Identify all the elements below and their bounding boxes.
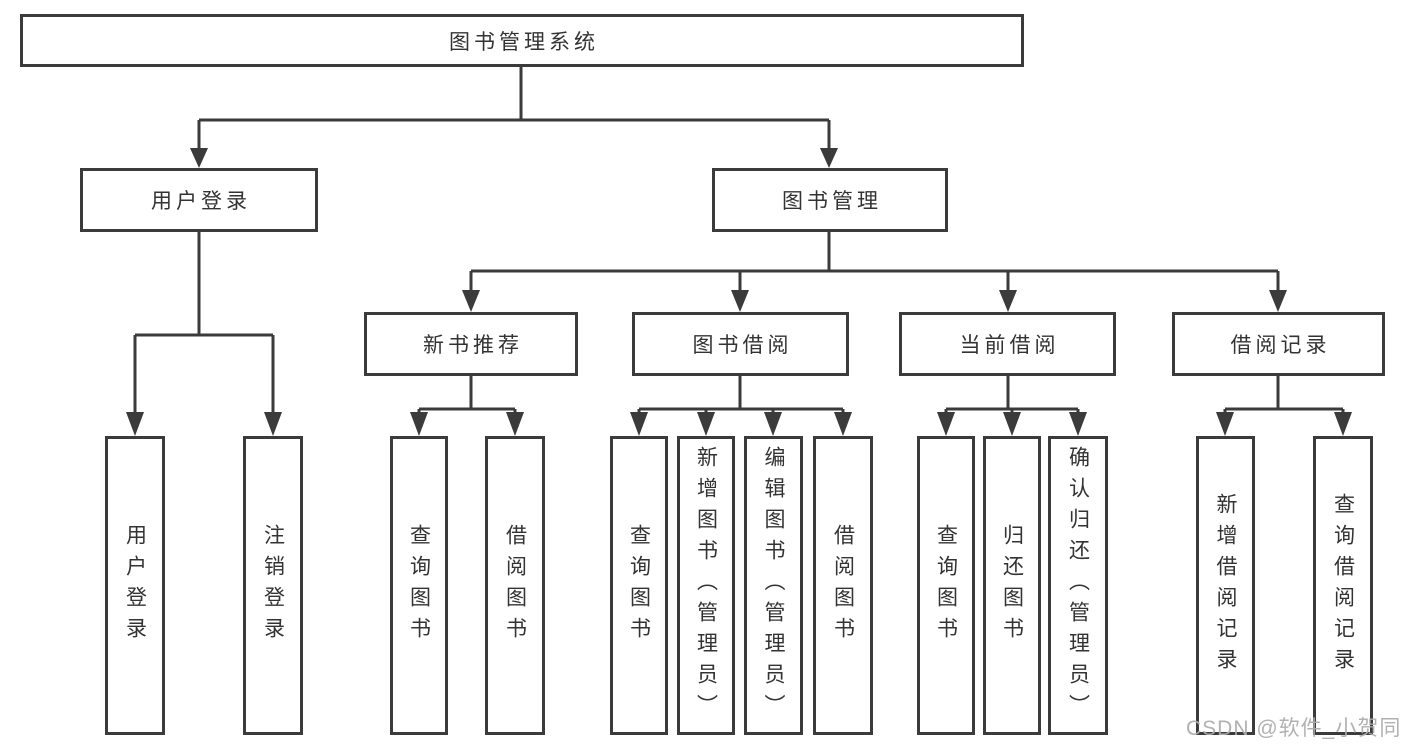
leaf-logout: 注销登录 — [243, 436, 303, 735]
leaf-borrow-query-books: 查询图书 — [610, 436, 668, 735]
node-user-login: 用户登录 — [80, 168, 318, 232]
leaf-newbooks-query-books: 查询图书 — [390, 436, 448, 735]
connector-borrow-records-to-leaves — [1216, 376, 1352, 436]
connector-book-borrow-to-leaves — [630, 376, 852, 436]
leaf-newbooks-borrow-books: 借阅图书 — [485, 436, 545, 735]
node-current-borrow: 当前借阅 — [899, 312, 1116, 376]
connector-new-books-to-leaves — [410, 376, 524, 436]
leaf-confirm-return-admin: 确认归还（管理员） — [1048, 436, 1108, 735]
connector-user-login-to-leaves — [126, 232, 282, 436]
leaf-user-login: 用户登录 — [105, 436, 165, 735]
node-root-system: 图书管理系统 — [20, 14, 1024, 67]
leaf-query-borrow-record: 查询借阅记录 — [1313, 436, 1373, 735]
connector-current-borrow-to-leaves — [937, 376, 1087, 436]
leaf-borrow-books: 借阅图书 — [813, 436, 873, 735]
leaf-edit-books-admin: 编辑图书（管理员） — [744, 436, 803, 735]
leaf-add-books-admin: 新增图书（管理员） — [677, 436, 735, 735]
node-borrow-records: 借阅记录 — [1172, 312, 1385, 376]
node-book-management: 图书管理 — [712, 168, 948, 232]
node-book-borrow: 图书借阅 — [632, 312, 849, 376]
connector-root-to-branches — [190, 67, 838, 168]
leaf-add-borrow-record: 新增借阅记录 — [1196, 436, 1255, 735]
leaf-return-books: 归还图书 — [983, 436, 1041, 735]
leaf-current-query-books: 查询图书 — [917, 436, 975, 735]
node-new-book-recommend: 新书推荐 — [364, 312, 578, 376]
connector-book-mgmt-to-modules — [462, 232, 1287, 312]
